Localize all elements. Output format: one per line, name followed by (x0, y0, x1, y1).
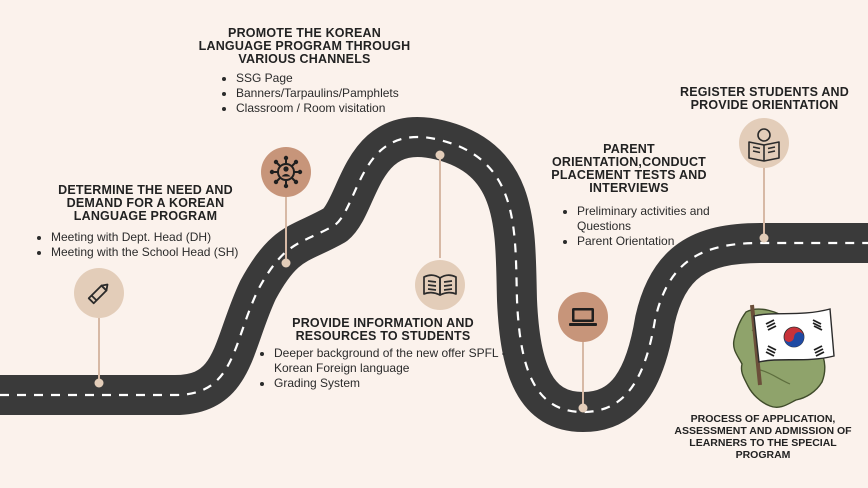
step-1-list: Meeting with Dept. Head (DH) Meeting wit… (37, 230, 291, 260)
step-5-title: REGISTER STUDENTS AND PROVIDE ORIENTATIO… (679, 85, 850, 112)
step-4-title: PARENT ORIENTATION,CONDUCT PLACEMENT TES… (551, 142, 707, 195)
diagram-caption: PROCESS OF APPLICATION, ASSESSMENT AND A… (674, 413, 852, 461)
step-3-list: Deeper background of the new offer SPFL … (260, 346, 514, 391)
step-3-item: Grading System (274, 376, 514, 391)
step-4-item: Parent Orientation (577, 234, 727, 249)
stop-dot-3 (435, 150, 445, 160)
road-center-dashes (0, 136, 868, 414)
step-4-item: Preliminary activities and Questions (577, 204, 727, 234)
stop-dot-4 (578, 403, 588, 413)
step-2-title: PROMOTE THE KOREAN LANGUAGE PROGRAM THRO… (198, 26, 411, 66)
step-2-list: SSG Page Banners/Tarpaulins/Pamphlets Cl… (222, 71, 456, 116)
step-3-title: PROVIDE INFORMATION AND RESOURCES TO STU… (292, 316, 474, 343)
flag-pole (750, 304, 762, 386)
step-1-item: Meeting with Dept. Head (DH) (51, 230, 291, 245)
korea-flag-map-illustration (732, 304, 835, 409)
step-2-item: SSG Page (236, 71, 456, 86)
laptop-icon (569, 308, 597, 326)
badge-step-1 (74, 268, 124, 318)
stop-dot-2 (281, 258, 291, 268)
reader-icon (748, 128, 780, 162)
step-2-item: Banners/Tarpaulins/Pamphlets (236, 86, 456, 101)
badge-step-5 (739, 118, 789, 168)
step-1-item: Meeting with the School Head (SH) (51, 245, 291, 260)
network-icon (269, 155, 303, 189)
step-4-list: Preliminary activities and Questions Par… (563, 204, 727, 249)
pencil-icon (87, 283, 109, 305)
step-1-title: DETERMINE THE NEED AND DEMAND FOR A KORE… (58, 183, 233, 223)
open-book-icon (423, 274, 457, 296)
step-3-item: Deeper background of the new offer SPFL … (274, 346, 514, 376)
stop-dot-5 (759, 233, 769, 243)
step-2-item: Classroom / Room visitation (236, 101, 456, 116)
stop-dot-1 (94, 378, 104, 388)
